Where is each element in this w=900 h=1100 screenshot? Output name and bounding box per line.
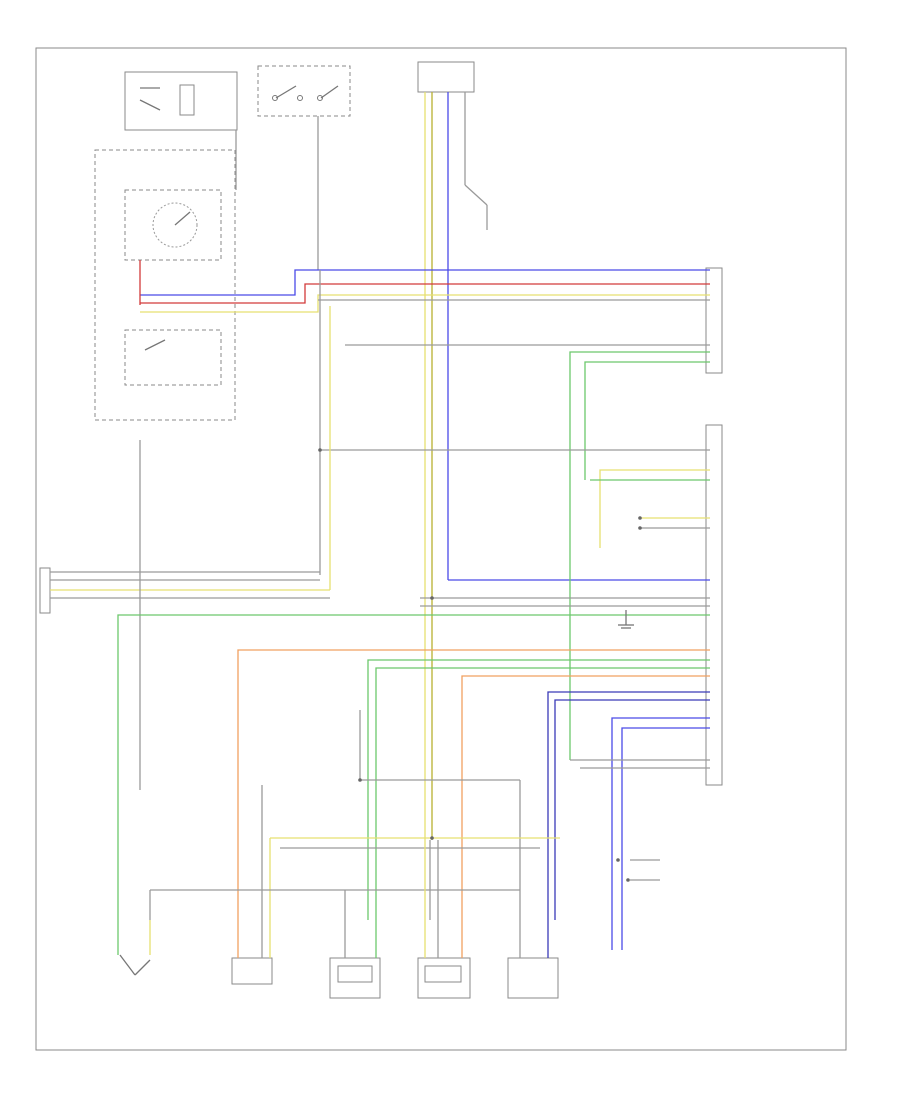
bottom-sensor-2	[231, 957, 273, 985]
ground-right	[618, 610, 634, 629]
bottom-sensor-3	[329, 957, 381, 999]
left-bracket	[94, 149, 236, 421]
bottom-sensor-5	[507, 957, 559, 999]
sensor-top	[417, 61, 475, 93]
top-wires	[235, 92, 710, 840]
left-feed	[50, 306, 331, 790]
harness-lower	[117, 597, 710, 920]
left-connector	[39, 567, 51, 614]
bottom-sensor-1	[119, 954, 151, 976]
bottom-sensor-4	[417, 957, 471, 999]
harness-upper	[139, 260, 710, 760]
bottom-feed	[117, 840, 623, 958]
clutch-switch	[257, 65, 351, 117]
harness-mid	[319, 270, 710, 575]
connector-right	[616, 858, 660, 882]
rotary-switch	[124, 189, 222, 261]
top-left-relay	[124, 71, 238, 131]
pcm-lower	[705, 424, 723, 786]
diagram-frame	[35, 47, 847, 1051]
ground-bus	[149, 448, 560, 920]
lower-switch	[124, 329, 222, 386]
pcm-upper	[705, 267, 723, 374]
